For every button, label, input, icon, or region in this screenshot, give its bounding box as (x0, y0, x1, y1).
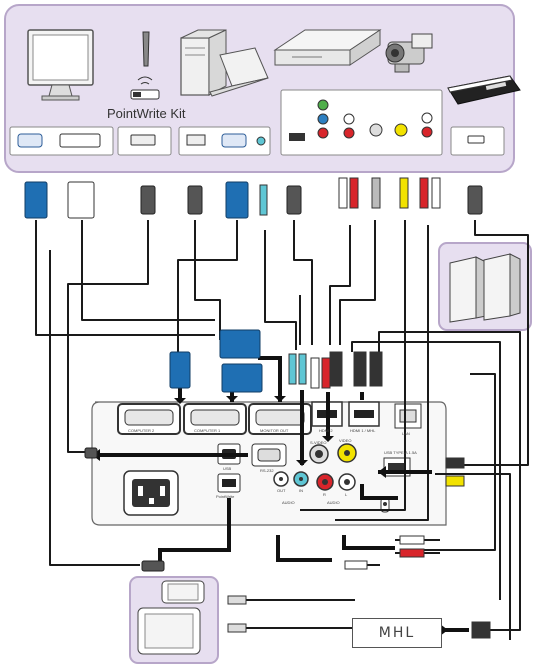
usb-dongle-icon (447, 75, 521, 105)
av-port-group (280, 89, 443, 156)
usb-mini-label: USB (223, 466, 232, 471)
usb-connectors (84, 185, 483, 572)
audio-r-port (316, 473, 334, 491)
video-label: VIDEO (339, 438, 352, 443)
hdmi2-label: HDMI 2 (319, 428, 333, 433)
hdmi1-port (348, 401, 380, 427)
pointwrite-kit-label: PointWrite Kit (107, 106, 186, 121)
computer2-port (117, 403, 181, 435)
svideo-port (309, 444, 329, 464)
hdmi1-label: HDMI 1 / MHL (350, 428, 376, 433)
mhl-adapter: MHL (352, 618, 442, 648)
usb-a-label: USB TYPE-A 1.5A (384, 450, 417, 455)
svideo-label: S-VIDEO (310, 440, 327, 445)
power-socket (123, 470, 179, 516)
desktop-computer-icon (180, 29, 227, 96)
pointwrite-port-label: PointWrite (216, 494, 235, 499)
lan-label: LAN (402, 431, 410, 436)
audio-r-label: R (323, 492, 326, 497)
audio-in-port (293, 471, 309, 487)
dvi-connector (67, 181, 95, 219)
computer1-port (183, 403, 247, 435)
dvd-player-icon (273, 29, 382, 66)
audio1-label: AUDIO (282, 500, 295, 505)
video-port (337, 443, 357, 463)
audio-l-label: L (345, 492, 348, 497)
cables (35, 220, 529, 640)
audio-out-port (273, 471, 289, 487)
pointwrite-port (217, 473, 241, 493)
lan-port (394, 403, 422, 429)
camcorder-icon (385, 33, 433, 73)
mhl-label: MHL (378, 625, 416, 641)
rs232-port (251, 443, 287, 467)
rs232-label: RS-232 (260, 468, 274, 473)
arrow-heads (92, 396, 448, 636)
laptop-icon (209, 47, 269, 97)
monitor-out-label: MONITOR OUT (260, 428, 289, 433)
audio-out-label: OUT (277, 488, 286, 493)
speakers-icon (449, 253, 521, 323)
audio-in-label: IN (299, 488, 303, 493)
audio2-label: AUDIO (327, 500, 340, 505)
monitor-icon (27, 29, 94, 101)
vga-connectors (24, 181, 263, 393)
pointwrite-kit-icon (130, 31, 160, 100)
computer1-label: COMPUTER 1 (194, 428, 221, 433)
computer2-label: COMPUTER 2 (128, 428, 155, 433)
audio-l-port (338, 473, 356, 491)
monitor-out-port (248, 403, 312, 435)
rca-plugs (227, 177, 491, 639)
